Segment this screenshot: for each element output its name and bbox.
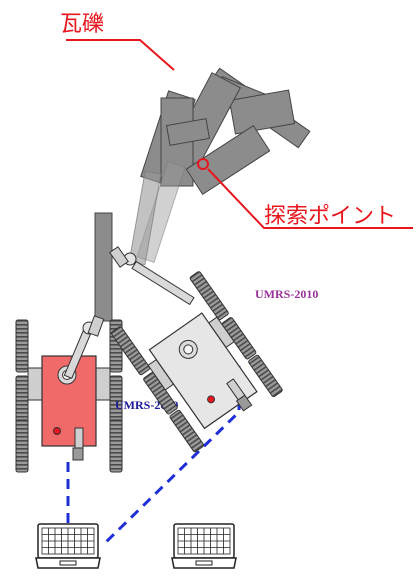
robot-umrs-2010 (111, 271, 283, 453)
link-robot-b-laptop (101, 366, 241, 547)
rubble-slab (165, 118, 211, 146)
robot-b-antenna (235, 394, 253, 412)
rubble-leader (66, 39, 175, 71)
probe-ghosts (128, 161, 186, 266)
laptop-icon (35, 523, 101, 569)
laptop-icon (171, 523, 237, 569)
rubble-label: 瓦礫 (60, 12, 104, 37)
robot-umrs-2009 (15, 315, 123, 473)
robot-a-antenna-mount (74, 427, 84, 449)
rubble-pile (140, 67, 311, 196)
robot-a-indicator-light (53, 427, 61, 435)
robot-b-label: UMRS-2010 (255, 287, 318, 301)
rubble-slab (185, 124, 271, 196)
robot-b-indicator-light (207, 395, 216, 404)
communication-links (66, 366, 241, 547)
search-point-leader (207, 168, 413, 229)
probe-slab (94, 212, 113, 322)
search-point-marker (197, 158, 209, 170)
robot-b-body (148, 312, 258, 430)
search-point-label: 探索ポイント (264, 204, 396, 229)
rubble-slab (228, 89, 296, 135)
robot-b-arm-link (131, 260, 195, 306)
robot-a-antenna (72, 447, 84, 461)
